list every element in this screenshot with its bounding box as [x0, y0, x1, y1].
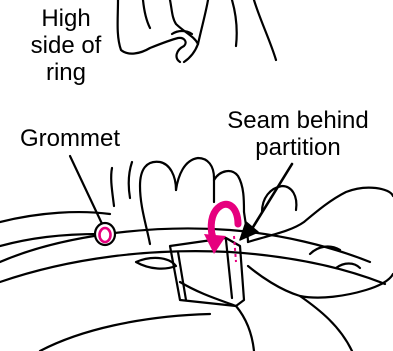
curved-arrow-icon — [204, 204, 238, 262]
high-side-label-line-1: High — [26, 6, 106, 33]
ring-rim — [0, 212, 385, 351]
high-side-label-line-2: side of — [26, 33, 106, 60]
seam-label-line-2: partition — [213, 135, 383, 162]
grommet-icon — [95, 223, 115, 245]
seam-label-line-1: Seam behind — [213, 108, 383, 135]
upper-hand — [118, 0, 276, 62]
seam-leader-arrow — [250, 164, 292, 232]
grommet-leader-line — [70, 156, 104, 228]
grommet-label: Grommet — [20, 126, 120, 153]
seam-label: Seam behind partition — [213, 108, 383, 162]
high-side-label-line-3: ring — [26, 60, 106, 87]
high-side-label: High side of ring — [26, 6, 106, 87]
